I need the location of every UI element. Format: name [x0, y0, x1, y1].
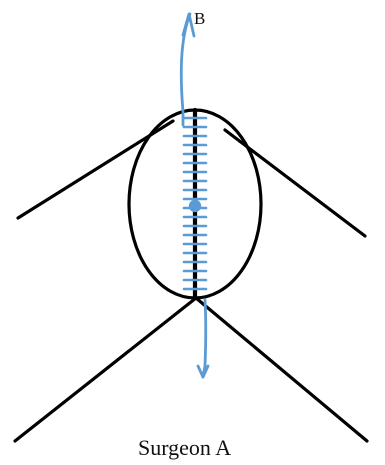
top-arrowhead [183, 14, 194, 36]
lower-left-arm [15, 298, 196, 441]
top-label: B [194, 9, 205, 28]
lower-right-arm [196, 298, 367, 441]
center-knot [189, 200, 201, 212]
bottom-label: Surgeon A [138, 435, 231, 460]
